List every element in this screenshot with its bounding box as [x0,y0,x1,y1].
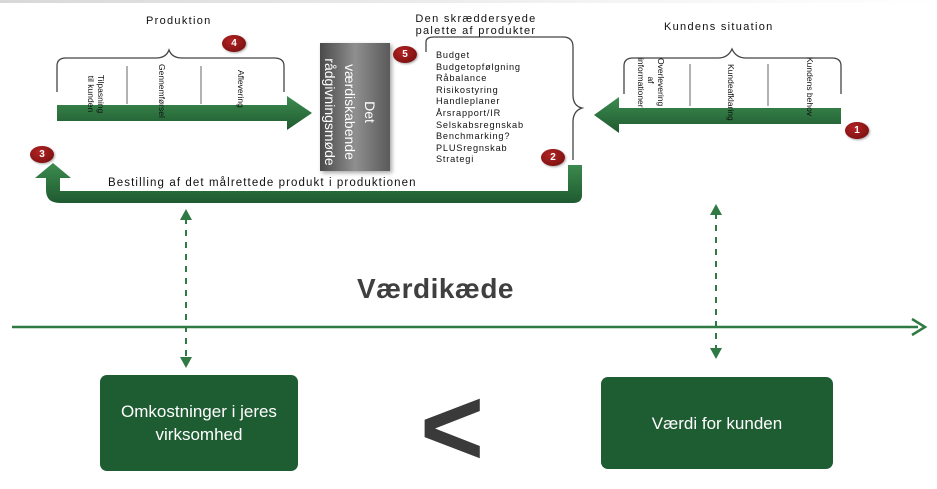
customer-step-3: Kundens behov [805,57,815,117]
palette-label-line2: palette af produkter [415,25,537,37]
value-connector-arrowhead-down [710,348,722,359]
customer-step-1: Overlevering af informationer [636,58,666,108]
production-step-3: Aflevering [236,70,246,108]
cost-box-text: Omkostninger i jeres virksomhed [121,402,277,444]
customer-arrow [594,97,841,133]
cost-connector-arrowhead-down [180,357,192,368]
product-item: Risikostyring [436,84,499,95]
order-loop-arrow [35,163,582,203]
product-item: Selskabsregnskab [436,119,524,130]
palette-bracket [425,36,585,160]
top-border [0,0,937,3]
value-connector-arrowhead-up [710,204,722,215]
value-box: Værdi for kunden [601,377,833,469]
product-item: Budgetopfølgning [436,61,521,72]
diagram-graphics [12,36,928,368]
step-badge-3: 3 [30,146,54,163]
value-chain-title: Værdikæde [357,273,514,304]
step-badge-2: 2 [541,149,565,166]
production-bracket [56,48,285,92]
production-arrow [57,96,312,130]
order-text: Bestilling af det målrettede produkt i p… [108,177,417,189]
meeting-box [320,43,390,171]
less-than-symbol: < [420,366,485,489]
step-badge-5: 5 [393,46,417,63]
product-item: Budget [436,50,470,60]
product-item: Handleplaner [436,96,501,107]
production-step-2: Gennemførsel [157,64,167,118]
customer-bracket [623,47,842,94]
customer-step-2: Kundeafklaring [726,64,736,121]
palette-label: Den skræddersyede palette af produkter [393,13,559,37]
product-item: Råbalance [436,73,488,84]
value-box-text: Værdi for kunden [651,413,783,433]
palette-label-line1: Den skræddersyede [415,13,537,25]
production-label: Produktion [146,15,212,27]
customer-label: Kundens situation [664,21,774,33]
product-item: PLUSregnskab [436,142,508,153]
production-step-1: Tilpasning til kunden [86,74,106,114]
product-item: Strategi [436,154,475,165]
step-badge-1: 1 [845,122,869,139]
step-badge-4: 4 [222,35,246,52]
product-item: Benchmarking? [436,131,511,142]
cost-connector-arrowhead-up [180,209,192,220]
product-list: Budget Budgetopfølgning Råbalance Risiko… [436,50,524,166]
cost-box: Omkostninger i jeres virksomhed [100,375,298,471]
value-chain-axis-arrowhead [911,317,928,337]
product-item: Årsrapport/IR [436,107,502,118]
meeting-box-text: Det værdiskabende rådgivningsmøde [322,58,378,166]
